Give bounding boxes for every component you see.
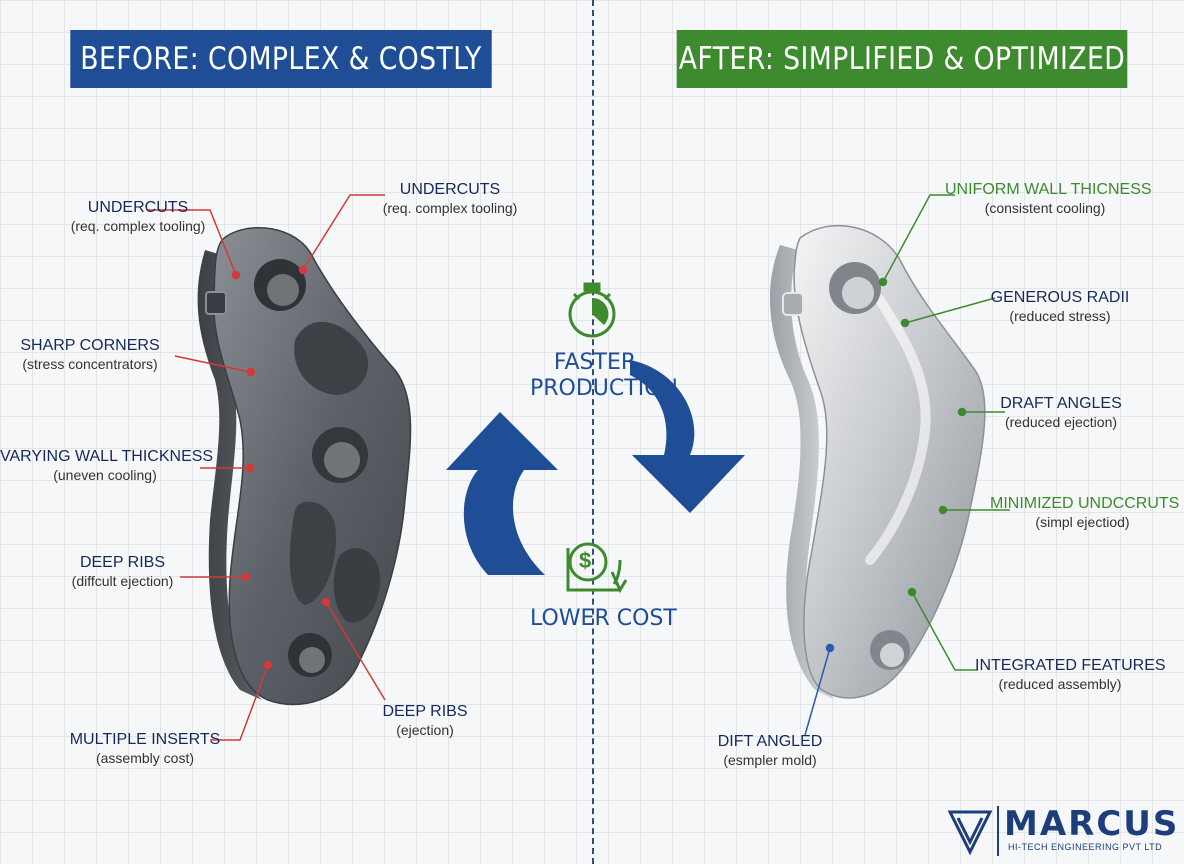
before-label-deep-ribs-right: DEEP RIBS(ejection) xyxy=(382,703,468,738)
before-label-multiple-inserts: MULTIPLE INSERTS(assembly cost) xyxy=(69,731,221,766)
before-label-undercuts-right: UNDERCUTS(req. complex tooling) xyxy=(382,181,518,216)
before-banner: BEFORE: COMPLEX & COSTLY xyxy=(70,30,492,88)
logo-tagline: HI-TECH ENGINEERING PVT LTD xyxy=(1008,842,1163,852)
marcus-logo-icon xyxy=(947,806,999,856)
dollar-cost-icon xyxy=(566,542,628,594)
lower-cost-label: LOWER COST xyxy=(530,606,677,631)
before-rib-pocket xyxy=(333,548,380,623)
before-callouts xyxy=(148,194,386,741)
after-label-generous-radii: GENEROUS RADII(reduced stress) xyxy=(990,289,1130,324)
stopwatch-icon xyxy=(568,282,616,338)
before-part-body xyxy=(213,226,412,706)
before-square-boss xyxy=(205,291,227,315)
after-label-uniform-wall: UNIFORM WALL THICNESS(consistent cooling… xyxy=(945,181,1152,216)
center-divider xyxy=(592,0,594,864)
after-label-draft-angles: DRAFT ANGLES(reduced ejection) xyxy=(1000,395,1122,430)
before-label-undercuts-left: UNDERCUTS(req. complex tooling) xyxy=(70,199,206,234)
after-part xyxy=(769,224,986,700)
after-square-boss xyxy=(782,292,804,316)
after-label-minimized-undercuts: MINIMIZED UNDCCRUTS(simpl ejectiod) xyxy=(990,495,1180,530)
logo-name: MARCUS xyxy=(1004,804,1180,844)
before-pocket-lower xyxy=(289,501,336,605)
after-callouts xyxy=(878,194,1010,671)
dollar-sign: $ xyxy=(579,548,592,573)
before-label-varying-wall: VARYING WALL THICKNESS(uneven cooling) xyxy=(0,448,214,483)
up-arrow xyxy=(446,412,558,575)
before-part xyxy=(197,226,412,706)
after-part-side xyxy=(769,245,835,700)
faster-production-label: FASTER PRODUCTION xyxy=(530,350,678,402)
after-part-highlight xyxy=(865,295,931,565)
after-label-integrated-features: INTEGRATED FEATURES(reduced assembly) xyxy=(975,657,1166,692)
after-part-body xyxy=(793,224,986,699)
after-callout-blue xyxy=(804,643,835,736)
after-label-dift-angled: DIFT ANGLED(esmpler mold) xyxy=(717,733,823,768)
before-label-sharp-corners: SHARP CORNERS(stress concentrators) xyxy=(20,337,160,372)
before-part-side xyxy=(197,250,262,700)
down-arrow xyxy=(630,360,745,513)
before-label-deep-ribs-left: DEEP RIBS(diffcult ejection) xyxy=(71,554,174,589)
after-banner: AFTER: SIMPLIFIED & OPTIMIZED xyxy=(676,30,1128,88)
before-pocket-upper xyxy=(294,321,369,395)
